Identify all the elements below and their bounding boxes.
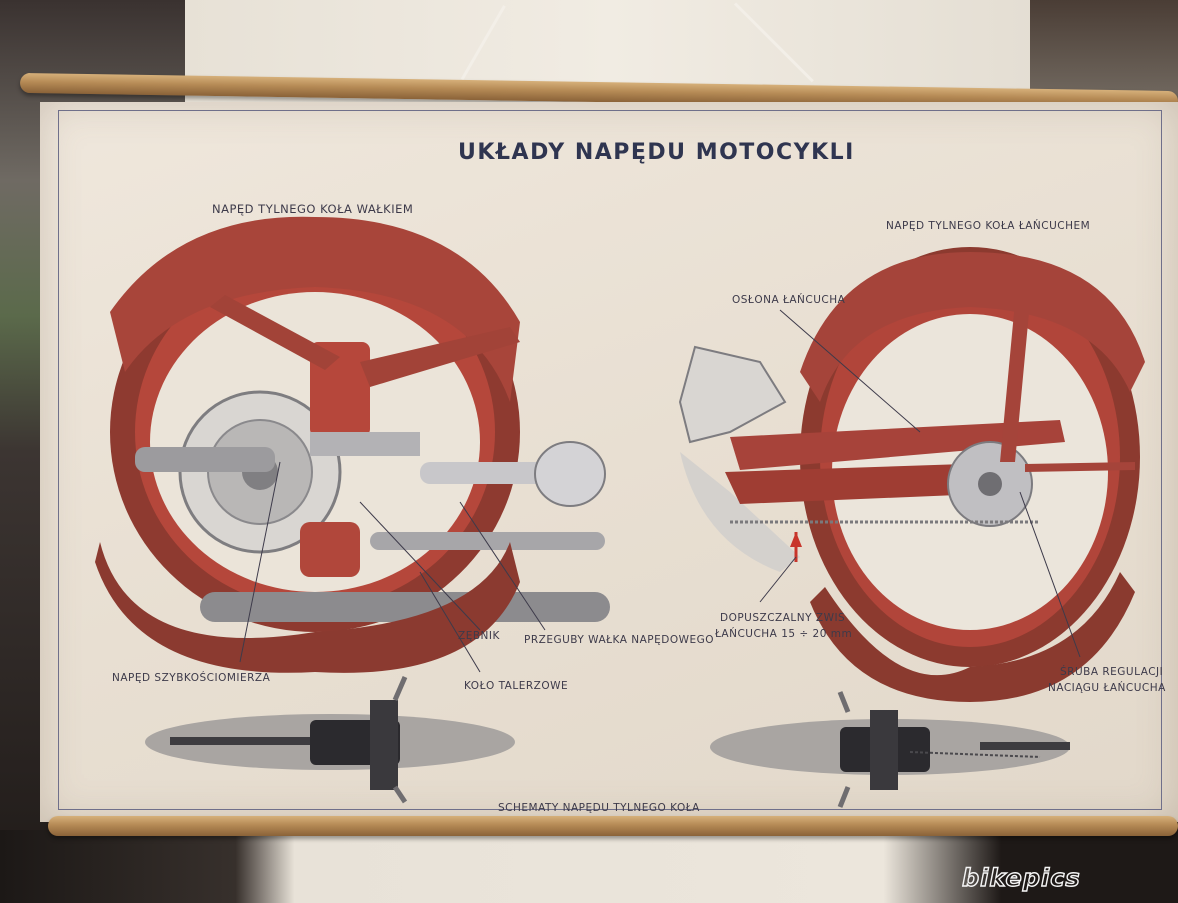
poster-title: UKŁADY NAPĘDU MOTOCYKLI xyxy=(458,140,855,165)
schematic-shaft xyxy=(145,676,515,804)
label-driveshaft-joints: PRZEGUBY WAŁKA NAPĘDOWEGO xyxy=(524,634,715,646)
background-floor xyxy=(0,830,1178,903)
watermark-logo: bikepics xyxy=(961,863,1081,892)
right-heading: NAPĘD TYLNEGO KOŁA ŁAŃCUCHEM xyxy=(886,220,1091,232)
bottom-caption: SCHEMATY NAPĘDU TYLNEGO KOŁA xyxy=(498,802,700,814)
label-chain-sag-line1: DOPUSZCZALNY ZWIS xyxy=(720,612,846,624)
poster-border xyxy=(58,110,1162,810)
drawings xyxy=(95,216,1145,808)
poster: UKŁADY NAPĘDU MOTOCYKLI NAPĘD TYLNEGO KO… xyxy=(40,102,1178,822)
label-chain-guard: OSŁONA ŁAŃCUCHA xyxy=(732,294,846,306)
label-pinion: ZĘBNIK xyxy=(458,630,500,642)
left-heading: NAPĘD TYLNEGO KOŁA WAŁKIEM xyxy=(212,202,414,216)
label-crown-wheel: KOŁO TALERZOWE xyxy=(464,680,569,692)
schematic-chain xyxy=(710,691,1070,808)
label-speedometer-drive: NAPĘD SZYBKOŚCIOMIERZA xyxy=(112,672,271,684)
label-tension-screw-line1: ŚRUBA REGULACJI xyxy=(1060,666,1164,678)
label-chain-sag-line2: ŁAŃCUCHA 15 ÷ 20 mm xyxy=(715,628,853,640)
bottom-rod xyxy=(48,816,1178,836)
label-tension-screw-line2: NACIĄGU ŁAŃCUCHA xyxy=(1048,682,1166,694)
leader-lines xyxy=(239,309,1081,673)
chain-drive-illustration xyxy=(678,247,1145,702)
shaft-drive-illustration xyxy=(95,216,610,673)
